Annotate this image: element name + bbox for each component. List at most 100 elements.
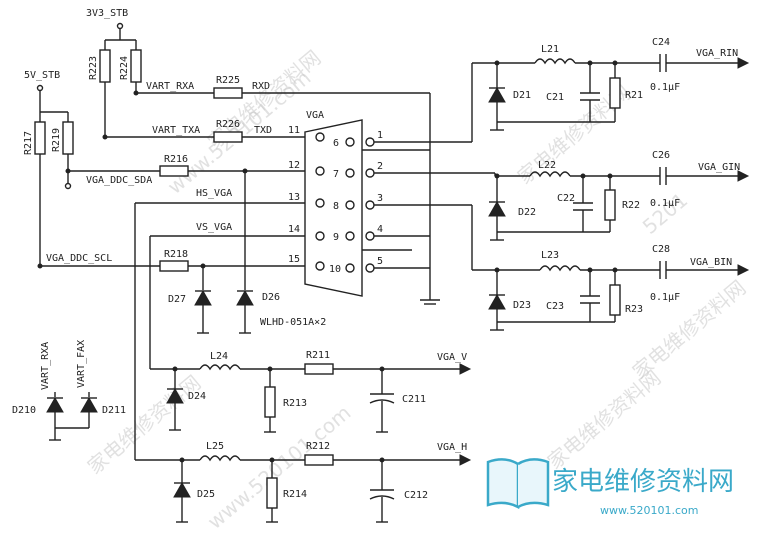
r223-label: R223 (88, 56, 99, 80)
pin-7-label: 7 (333, 169, 339, 180)
r212-label: R212 (306, 441, 330, 452)
resistor-r22 (604, 189, 616, 221)
l22-label: L22 (538, 160, 556, 171)
pullup-network: 3V3_STB R223 R224 5V_STB R217 R219 (23, 8, 142, 269)
diode-d25 (173, 481, 191, 498)
diode-d210 (46, 396, 64, 413)
resistor-r211 (304, 363, 334, 375)
vga-ddc-scl-label: VGA_DDC_SCL (46, 253, 112, 264)
pin-14 (315, 231, 325, 241)
l25-label: L25 (206, 441, 224, 452)
c28-label: C28 (652, 244, 670, 255)
pin-11-label: 11 (288, 125, 300, 136)
r22-label: R22 (622, 200, 640, 211)
pin-12 (315, 166, 325, 176)
vart-rxa-label: VART_RXA (146, 81, 194, 92)
pin-5-label: 5 (377, 256, 383, 267)
watermark-text-4: 家电维修资料网 (543, 365, 666, 473)
vga-bin-label: VGA_BIN (690, 257, 732, 268)
d23-label: D23 (513, 300, 531, 311)
l21-label: L21 (541, 44, 559, 55)
brand-name: 家电维修资料网 (552, 467, 734, 497)
inductor-l24 (199, 364, 241, 371)
inductor-l23 (539, 265, 581, 272)
r226-label: R226 (216, 119, 240, 130)
diode-d23 (488, 293, 506, 310)
c24-value: 0.1μF (650, 82, 680, 93)
l23-label: L23 (541, 250, 559, 261)
d22-label: D22 (518, 207, 536, 218)
resistor-r224 (130, 49, 142, 83)
watermark-text-3: 家电维修资料网 (83, 370, 206, 478)
resistor-r219 (62, 121, 74, 155)
pin-13 (315, 198, 325, 208)
d21-label: D21 (513, 90, 531, 101)
c24-label: C24 (652, 37, 670, 48)
inductor-l21 (534, 58, 576, 65)
d210-label: D210 (12, 405, 36, 416)
r225-label: R225 (216, 75, 240, 86)
net-5v-stb-label: 5V_STB (24, 70, 60, 81)
resistor-r212 (304, 454, 334, 466)
c26-value: 0.1μF (650, 198, 680, 209)
pin-7 (345, 168, 355, 178)
pin-12-label: 12 (288, 160, 300, 171)
d25-label: D25 (197, 489, 215, 500)
terminal-5v (36, 84, 44, 92)
resistor-r213 (264, 386, 276, 418)
d26-label: D26 (262, 292, 280, 303)
brand-url: www.520101.com (600, 504, 698, 517)
diode-d26 (236, 289, 254, 306)
diode-d22 (488, 200, 506, 217)
connector-shell (304, 119, 363, 297)
wlhd-label: WLHD-051A×2 (260, 317, 326, 328)
watermark-text-5: 家电维修资料网 (628, 275, 751, 383)
book-logo-icon (486, 458, 550, 510)
resistor-r217 (34, 121, 46, 155)
resistor-r226 (213, 131, 243, 143)
vga-rin-label: VGA_RIN (696, 48, 738, 59)
rxd-label: RXD (252, 81, 270, 92)
c21-label: C21 (546, 92, 564, 103)
inductor-l25 (199, 455, 241, 462)
vart-rxa-vertical-label: VART_RXA (40, 342, 51, 390)
pin-9 (345, 231, 355, 241)
pin-9-label: 9 (333, 232, 339, 243)
pin-8 (345, 200, 355, 210)
resistor-r225 (213, 87, 243, 99)
txd-label: TXD (254, 125, 272, 136)
c23-label: C23 (546, 301, 564, 312)
vga-ddc-sda-label: VGA_DDC_SDA (86, 175, 152, 186)
r213-label: R213 (283, 398, 307, 409)
inductor-l22 (529, 171, 571, 178)
pin-10-label: 10 (329, 264, 341, 275)
watermark-num: 5201 (638, 188, 692, 239)
vart-fax-vertical-label: VART_FAX (76, 340, 87, 388)
pin-6 (345, 137, 355, 147)
uart-protection-diodes: VART_RXA VART_FAX D210 D211 (12, 340, 126, 441)
c22-label: C22 (557, 193, 575, 204)
pin-8-label: 8 (333, 201, 339, 212)
brand-watermark: 家电维修资料网 www.520101.com (486, 458, 734, 517)
c28-value: 0.1μF (650, 292, 680, 303)
pin-1-label: 1 (377, 130, 383, 141)
resistor-r214 (266, 477, 278, 509)
r21-label: R21 (625, 90, 643, 101)
pin-4-label: 4 (377, 224, 383, 235)
c26-label: C26 (652, 150, 670, 161)
r216-label: R216 (164, 154, 188, 165)
ddc-protection-diodes: D27 D26 WLHD-051A×2 (168, 289, 326, 334)
diode-d27 (194, 289, 212, 306)
r211-label: R211 (306, 350, 330, 361)
c212-label: C212 (404, 490, 428, 501)
pin-13-label: 13 (288, 192, 300, 203)
pin-11 (315, 132, 325, 142)
vs-vga-label: VS_VGA (196, 222, 232, 233)
vga-h-label: VGA_H (437, 442, 467, 453)
r214-label: R214 (283, 489, 307, 500)
resistor-r216 (159, 165, 189, 177)
d211-label: D211 (102, 405, 126, 416)
vga-signal-lines: VART_RXA R225 RXD VART_TXA R226 TXD 11 R… (40, 75, 431, 460)
l24-label: L24 (210, 351, 228, 362)
